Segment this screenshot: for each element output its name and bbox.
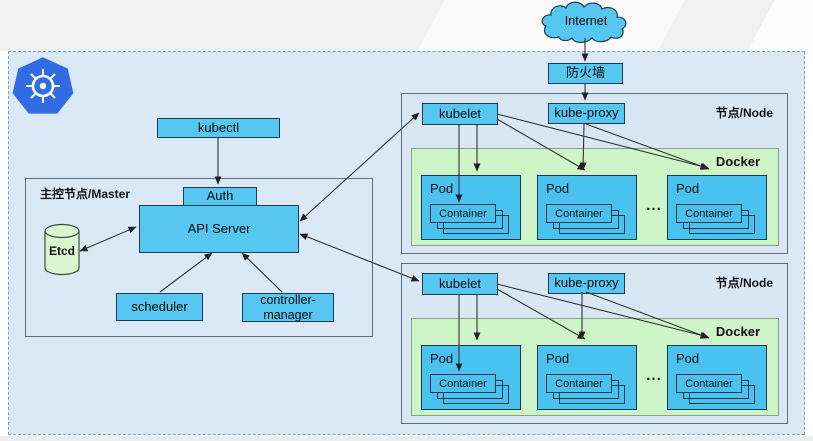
- kubectl-box: kubectl: [157, 118, 280, 138]
- master-title: 主控节点/Master: [40, 187, 131, 201]
- pod-label: Pod: [546, 181, 570, 196]
- container-box: Container: [676, 204, 742, 223]
- pod-label: Pod: [676, 351, 700, 366]
- api-server-box: API Server: [139, 205, 299, 253]
- node-2-docker-label: Docker: [715, 324, 760, 339]
- node-1-title: 节点/Node: [715, 106, 773, 120]
- kubernetes-logo-icon: [12, 57, 74, 114]
- container-box: Container: [430, 204, 496, 223]
- controller-manager-box: controller- manager: [242, 293, 334, 322]
- helm-wheel-icon: [26, 69, 60, 103]
- node-1-kubelet-box: kubelet: [422, 103, 498, 125]
- cylinder-icon: [44, 223, 80, 276]
- scheduler-box: scheduler: [116, 293, 203, 321]
- node-2-docker-box: Docker Pod Container Pod Container ...: [411, 318, 779, 416]
- node-1-pod-2: Pod Container: [537, 175, 637, 240]
- slide-background-band: [0, 0, 813, 51]
- container-stack: Container: [430, 374, 512, 406]
- firewall-box: 防火墙: [548, 63, 623, 84]
- pod-label: Pod: [676, 181, 700, 196]
- container-box: Container: [546, 374, 612, 393]
- container-stack: Container: [546, 204, 628, 236]
- node-1-pod-3: Pod Container: [667, 175, 767, 240]
- container-stack: Container: [676, 374, 758, 406]
- container-box: Container: [546, 204, 612, 223]
- node-1-kube-proxy-box: kube-proxy: [548, 103, 625, 124]
- container-box: Container: [676, 374, 742, 393]
- node-2-kube-proxy-box: kube-proxy: [548, 273, 625, 294]
- internet-cloud: Internet: [537, 1, 635, 45]
- node-1-docker-box: Docker Pod Container Pod Container ...: [411, 148, 779, 246]
- container-stack: Container: [676, 204, 758, 236]
- container-stack: Container: [546, 374, 628, 406]
- etcd-database: Etcd: [42, 223, 82, 277]
- auth-box: Auth: [183, 187, 257, 206]
- master-section: 主控节点/Master Auth API Server Etcd schedul…: [25, 178, 373, 337]
- node-section-2: 节点/Node kubelet kube-proxy Docker Pod Co…: [401, 263, 788, 424]
- internet-label: Internet: [564, 14, 608, 28]
- node-2-title: 节点/Node: [715, 276, 773, 290]
- pod-label: Pod: [430, 181, 454, 196]
- node-1-pod-1: Pod Container: [421, 175, 521, 240]
- slide-background-band-bottom: [0, 436, 813, 441]
- more-pods-ellipsis: ...: [646, 197, 662, 214]
- pod-label: Pod: [546, 351, 570, 366]
- node-1-docker-label: Docker: [715, 154, 760, 169]
- pod-label: Pod: [430, 351, 454, 366]
- more-pods-ellipsis: ...: [646, 367, 662, 384]
- container-stack: Container: [430, 204, 512, 236]
- cloud-icon: [541, 1, 627, 44]
- node-2-kubelet-box: kubelet: [422, 273, 498, 295]
- node-section-1: 节点/Node kubelet kube-proxy Docker Pod Co…: [401, 93, 788, 254]
- etcd-label: Etcd: [48, 244, 75, 258]
- node-2-pod-1: Pod Container: [421, 345, 521, 410]
- container-box: Container: [430, 374, 496, 393]
- node-2-pod-3: Pod Container: [667, 345, 767, 410]
- node-2-pod-2: Pod Container: [537, 345, 637, 410]
